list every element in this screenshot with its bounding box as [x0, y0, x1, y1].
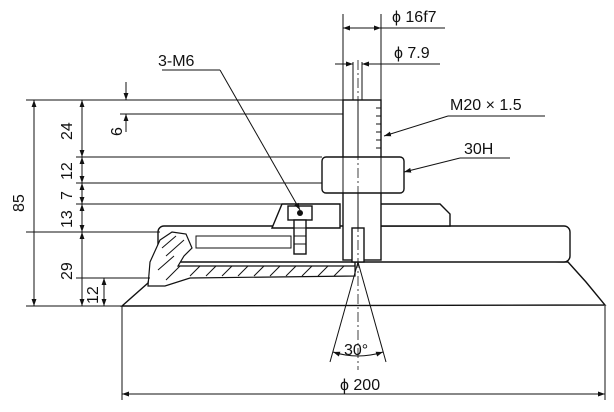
label-3-m6: 3-M6	[158, 53, 195, 70]
label-200: ϕ 200	[340, 377, 380, 394]
dim-30-deg	[332, 351, 384, 357]
m6-screw	[287, 205, 313, 255]
label-13: 13	[59, 210, 76, 228]
label-m20: M20 × 1.5	[450, 97, 522, 114]
cone-left	[329, 261, 359, 363]
label-30-deg: 30°	[344, 342, 368, 359]
inner-cavity	[195, 235, 292, 249]
label-6: 6	[109, 127, 126, 136]
label-12-upper: 12	[59, 162, 76, 180]
label-7: 7	[59, 191, 76, 200]
label-12-lower: 12	[85, 286, 102, 304]
label-7-9: ϕ 7.9	[394, 45, 430, 62]
hex-nut	[321, 156, 405, 194]
cone-right	[357, 261, 387, 363]
label-85: 85	[11, 194, 28, 212]
shaft-threads	[376, 107, 381, 149]
pad-body	[120, 99, 607, 307]
label-30h: 30H	[464, 141, 493, 158]
label-29: 29	[59, 262, 76, 280]
extension-lines	[26, 14, 606, 400]
label-24: 24	[59, 122, 76, 140]
rubber-lip	[147, 231, 356, 287]
label-16f7: ϕ 16f7	[392, 9, 437, 26]
lip-hatching	[157, 235, 345, 281]
